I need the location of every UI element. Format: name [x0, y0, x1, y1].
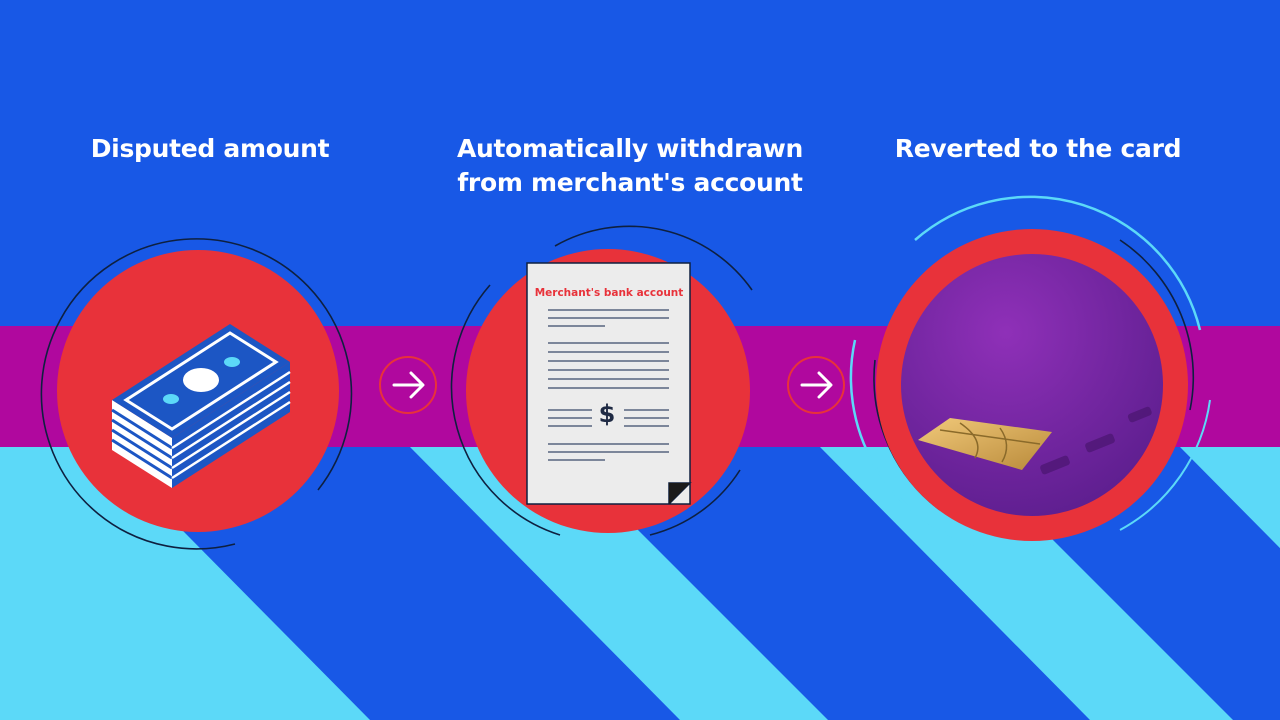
diagonal-stripes	[0, 447, 1280, 720]
step-3-label: Reverted to the card	[894, 134, 1182, 163]
step-2-graphic	[450, 225, 753, 536]
bank-statement-icon	[526, 262, 692, 505]
dollar-sign-icon: $	[598, 400, 616, 428]
cash-stack-icon	[111, 324, 291, 488]
step-1-graphic	[40, 238, 353, 550]
arrow-right-icon	[379, 356, 437, 414]
credit-card-icon	[918, 406, 1152, 475]
arrow-right-icon	[787, 356, 845, 414]
step-3-graphic	[849, 195, 1211, 547]
step-2-label: Automatically withdrawn from merchant's …	[456, 134, 804, 197]
step-1-label: Disputed amount	[90, 134, 330, 163]
document-title: Merchant's bank account	[534, 287, 684, 299]
